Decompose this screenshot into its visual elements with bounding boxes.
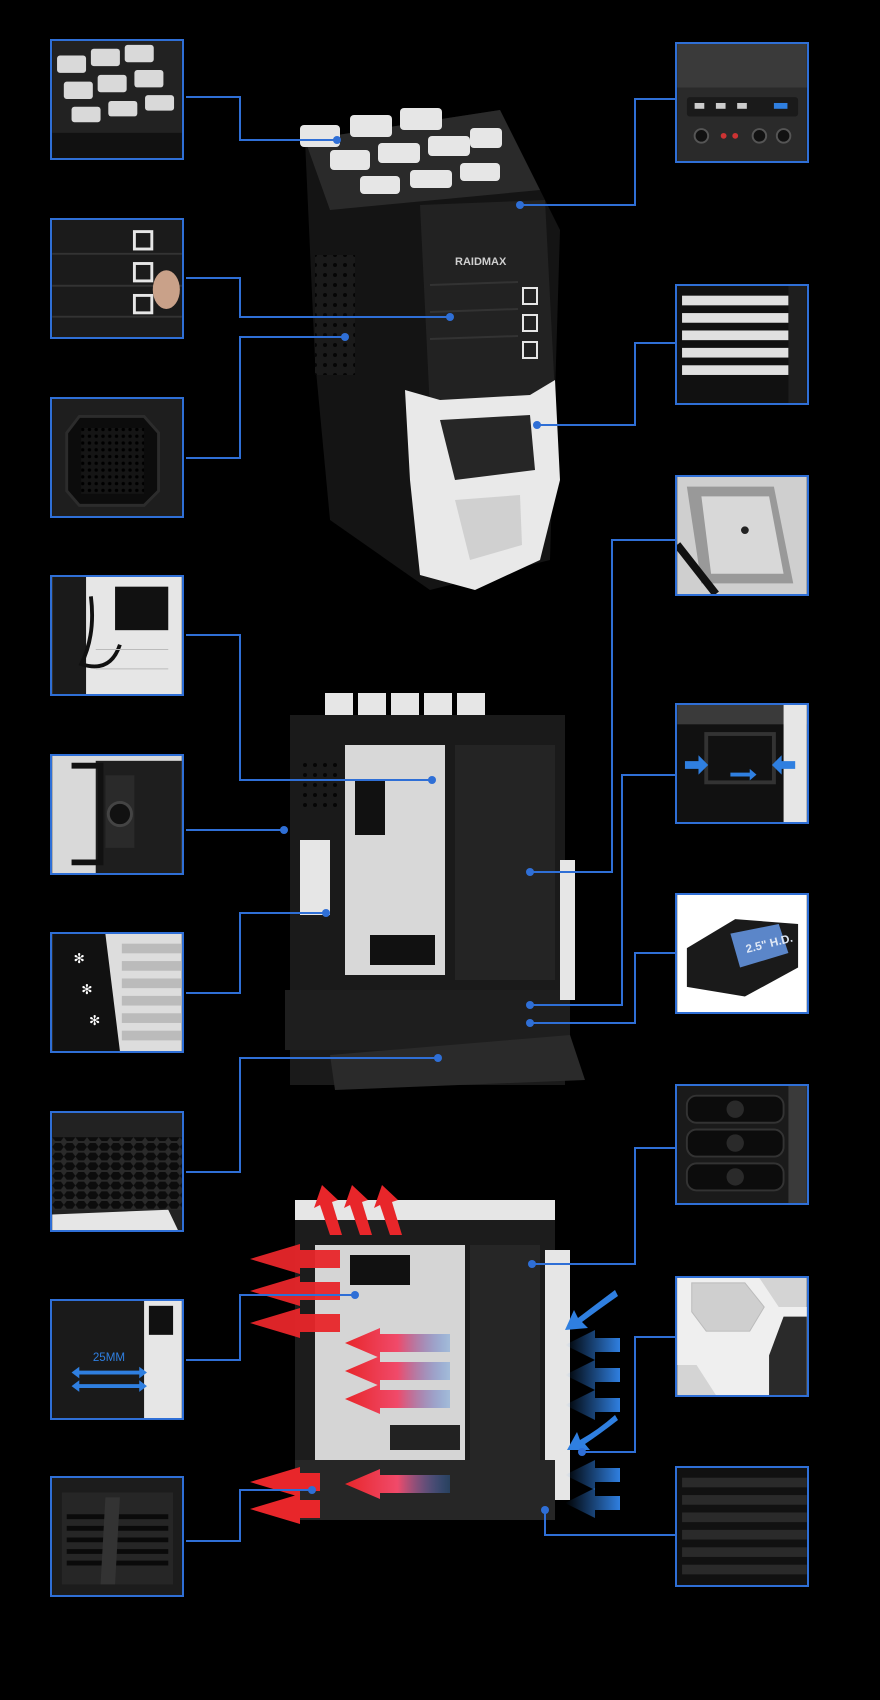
callout-lines-left [186, 96, 450, 1542]
thumb-drive-cage-trays [675, 284, 809, 405]
thumb-cable-management [50, 575, 184, 696]
svg-text:✻: ✻ [89, 1013, 100, 1028]
thumb-front-io-panel [675, 42, 809, 163]
case-front-view: RAIDMAX [300, 108, 560, 590]
case-logo-text: RAIDMAX [455, 256, 507, 268]
thumb-hotswap-bays [50, 218, 184, 339]
case-open-side-view [285, 693, 585, 1090]
gap-measure-label: 25MM [93, 1351, 125, 1364]
thumb-tool-free-clip [675, 703, 809, 824]
thumb-side-panel-handle [50, 754, 184, 875]
thumb-top-fan-blocks [50, 39, 184, 160]
thumb-bottom-psu-vent [50, 1476, 184, 1597]
thumb-cpu-cutout [675, 475, 809, 596]
thumb-side-fan-mesh [50, 397, 184, 518]
callout-dots [280, 136, 586, 1514]
thumb-hdd-rails: ✻ ✻ ✻ [50, 932, 184, 1053]
case-airflow-view [295, 1200, 570, 1520]
thumb-white-front-armor [675, 1276, 809, 1397]
cool-air-arrows [565, 1290, 620, 1518]
thumb-ssd-bracket: 2.5" H.D. [675, 893, 809, 1014]
hot-air-arrows [250, 1185, 450, 1524]
thumb-bottom-mesh [50, 1111, 184, 1232]
callout-lines-right [520, 98, 675, 1536]
svg-text:✻: ✻ [81, 982, 92, 997]
thumb-cable-gap: 25MM [50, 1299, 184, 1420]
svg-text:✻: ✻ [73, 951, 84, 966]
thumb-drive-tray-latches [675, 1084, 809, 1205]
thumb-front-intake-vents [675, 1466, 809, 1587]
